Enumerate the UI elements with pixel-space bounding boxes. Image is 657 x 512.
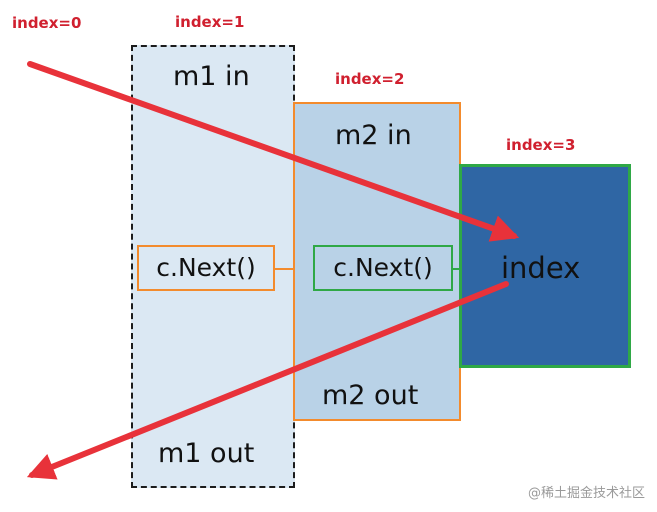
index-0-label: index=0 — [12, 14, 82, 32]
m2-next-call: c.Next() — [313, 245, 453, 291]
index-3-label: index=3 — [506, 136, 576, 154]
m2-out-label: m2 out — [322, 380, 419, 411]
response-flow-arrow — [26, 281, 509, 480]
handler-box — [459, 164, 631, 368]
m1-in-label: m1 in — [173, 61, 250, 92]
m2-call-connector — [453, 268, 461, 270]
m1-next-call: c.Next() — [137, 245, 275, 291]
m1-call-connector — [275, 268, 295, 270]
index-2-label: index=2 — [335, 70, 405, 88]
watermark: @稀土掘金技术社区 — [527, 486, 645, 501]
index-1-label: index=1 — [175, 13, 245, 31]
m1-out-label: m1 out — [158, 438, 255, 469]
request-flow-arrow — [27, 61, 520, 242]
handler-label: index — [501, 251, 581, 285]
m2-in-label: m2 in — [335, 120, 412, 151]
